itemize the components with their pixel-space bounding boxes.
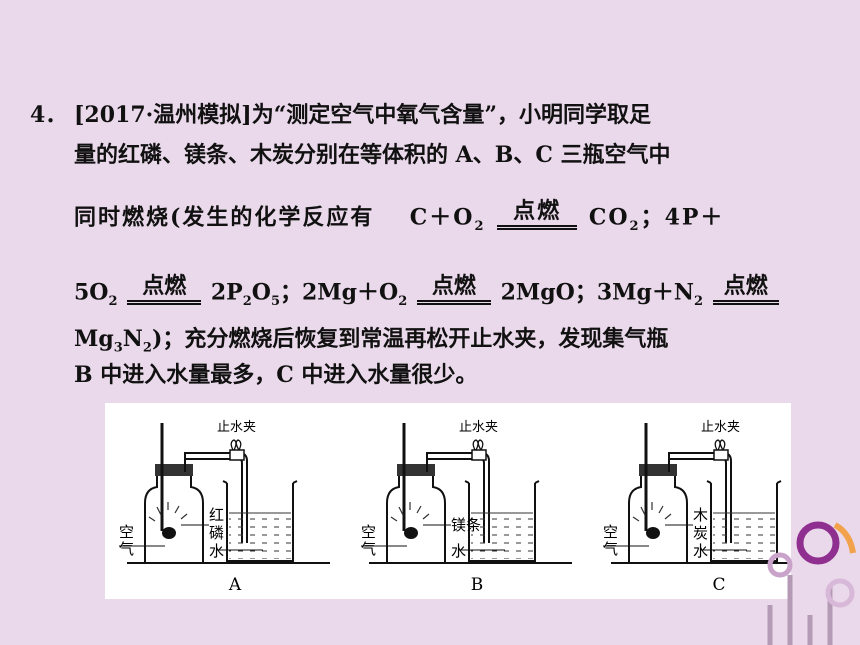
line4-text-e: 2MgO；3Mg＋N (500, 279, 694, 306)
line5-text-b: N (122, 326, 143, 352)
line4-text-d: ；2Mg＋O (280, 279, 399, 306)
reaction-condition: 点燃 (415, 275, 493, 317)
air-label: 空 (119, 523, 134, 541)
air-label: 气 (603, 540, 618, 558)
line3-text-c: CO (588, 204, 630, 231)
substance-label: 炭 (693, 524, 708, 542)
line4-text-a: 5O (74, 279, 109, 306)
reaction-condition: 点燃 (125, 275, 203, 317)
apparatus-caption: A (228, 575, 242, 595)
substance-label: 磷 (209, 524, 224, 542)
line4-text-b: 2P (210, 279, 243, 306)
clamp-label: 止水夹 (217, 420, 256, 435)
substance-label: 木 (693, 506, 708, 524)
line3-text-b: C＋O (409, 204, 475, 231)
line3-text-a: 同时燃烧(发生的化学反应有 (74, 204, 375, 231)
line4-text-c: O (251, 279, 271, 306)
water-label: 水 (451, 542, 466, 560)
apparatus-c (603, 423, 791, 564)
apparatus-a (119, 423, 330, 564)
apparatus-b (361, 423, 572, 564)
substance-label: 镁条 (451, 516, 481, 534)
substance-label: 红 (209, 506, 224, 524)
water-label: 水 (209, 542, 224, 560)
reaction-condition: 点燃 (495, 200, 579, 242)
apparatus-caption: C (712, 575, 725, 595)
clamp-label: 止水夹 (459, 420, 498, 435)
line5-text-a: Mg (74, 326, 114, 352)
air-label: 气 (119, 540, 134, 558)
water-label: 水 (693, 542, 708, 560)
air-label: 空 (361, 523, 376, 541)
line5-text-c: )；充分燃烧后恢复到常温再松开止水夹，发现集气瓶 (151, 326, 669, 352)
reaction-condition: 点燃 (711, 275, 781, 317)
line3-text-d: ；4P＋ (640, 204, 725, 231)
corner-decoration (767, 521, 856, 645)
air-label: 气 (361, 540, 376, 558)
clamp-label: 止水夹 (701, 420, 740, 435)
air-label: 空 (603, 523, 618, 541)
apparatus-caption: B (471, 575, 484, 595)
